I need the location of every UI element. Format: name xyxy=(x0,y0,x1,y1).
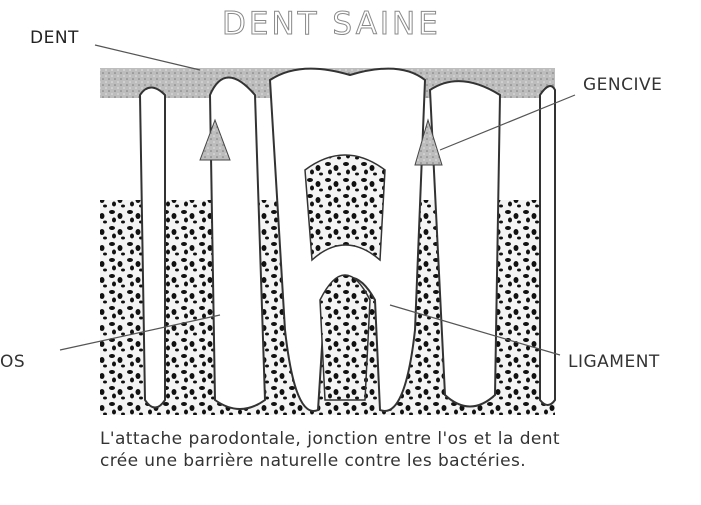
caption: L'attache parodontale, jonction entre l'… xyxy=(100,428,560,472)
